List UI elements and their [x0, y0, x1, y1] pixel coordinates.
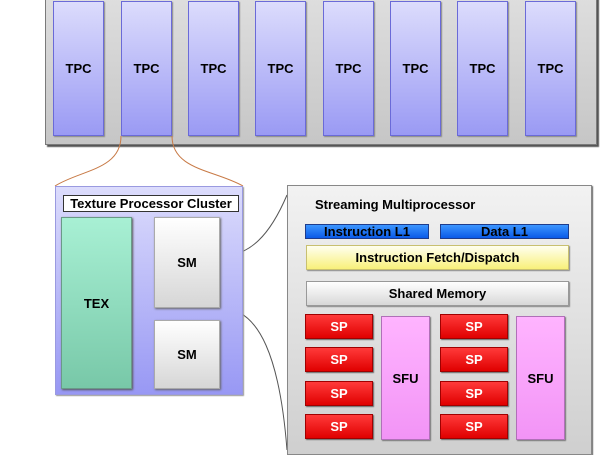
sm-block: SM [154, 217, 220, 308]
instruction-l1-cache: Instruction L1 [305, 224, 429, 239]
sm-detail-title: Streaming Multiprocessor [315, 196, 476, 212]
tpc-block: TPC [525, 1, 576, 136]
tpc-block: TPC [323, 1, 374, 136]
tpc-block: TPC [188, 1, 239, 136]
tpc-detail-title: Texture Processor Cluster [63, 195, 239, 212]
sp-unit: SP [440, 414, 508, 439]
sp-unit: SP [440, 381, 508, 406]
shared-memory: Shared Memory [306, 281, 569, 306]
tpc-block: TPC [457, 1, 508, 136]
sfu-unit: SFU [516, 316, 565, 440]
sp-unit: SP [305, 347, 373, 372]
tpc-block: TPC [53, 1, 104, 136]
tpc-block: TPC [255, 1, 306, 136]
instruction-fetch-dispatch: Instruction Fetch/Dispatch [306, 245, 569, 270]
sm-block: SM [154, 320, 220, 389]
sfu-unit: SFU [381, 316, 430, 440]
tpc-block: TPC [121, 1, 172, 136]
sp-unit: SP [305, 381, 373, 406]
data-l1-cache: Data L1 [440, 224, 569, 239]
sp-unit: SP [440, 314, 508, 339]
tex-block: TEX [61, 217, 132, 389]
sp-unit: SP [440, 347, 508, 372]
sp-unit: SP [305, 414, 373, 439]
tpc-block: TPC [390, 1, 441, 136]
sp-unit: SP [305, 314, 373, 339]
